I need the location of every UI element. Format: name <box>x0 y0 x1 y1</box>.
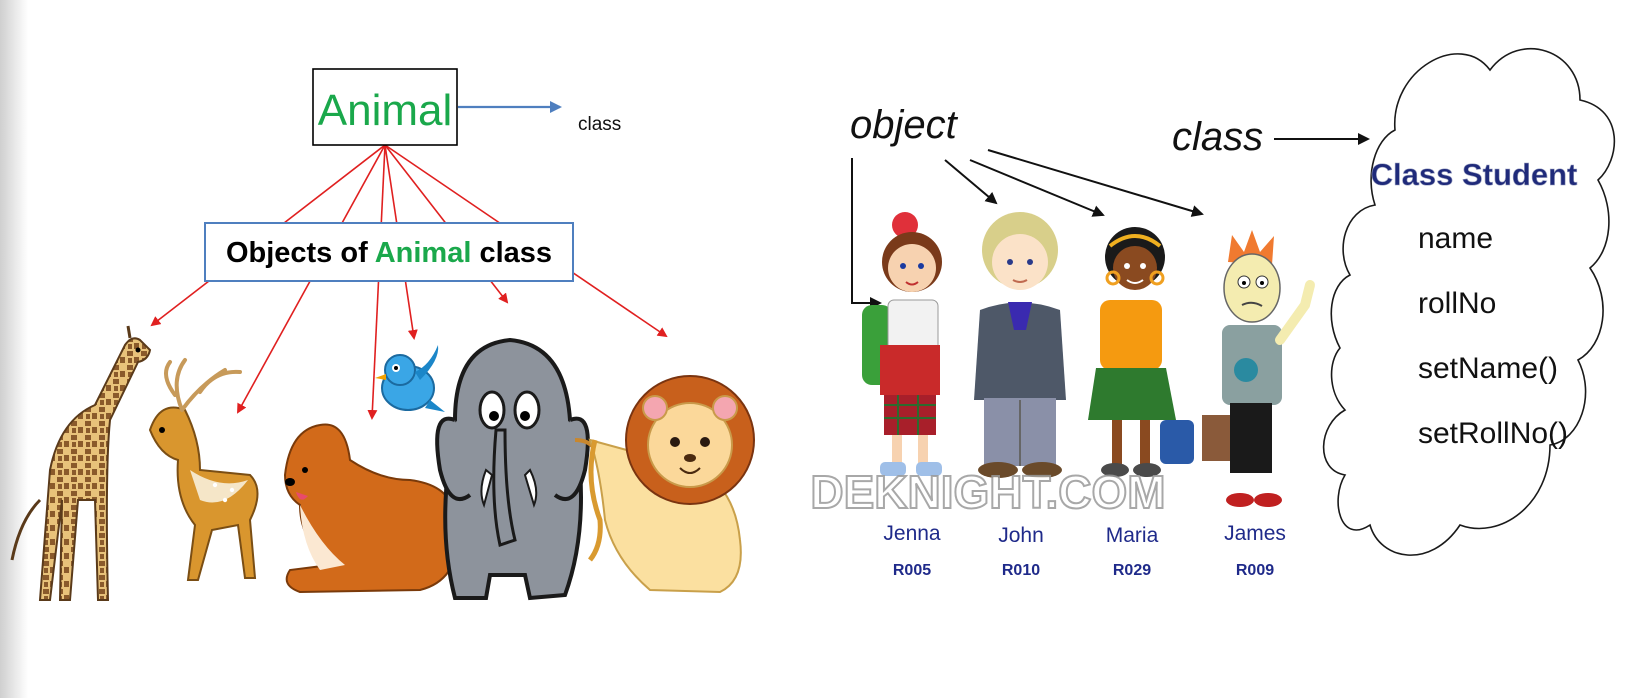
cloud-member-name: name <box>1418 222 1493 255</box>
giraffe-icon <box>10 325 152 601</box>
deer-icon <box>148 358 259 581</box>
objects-banner-suffix: class <box>471 237 552 269</box>
student-name-james: James <box>1224 522 1286 545</box>
lion-icon <box>587 375 755 594</box>
arrow-to-john <box>944 159 998 205</box>
arrow-to-james <box>987 149 1204 217</box>
cloud-member-rollno: rollNo <box>1418 287 1496 320</box>
student-james <box>1202 230 1315 507</box>
object-label: object <box>850 103 959 147</box>
student-roll-jenna: R005 <box>893 562 931 579</box>
student-roll-john: R010 <box>1002 562 1040 579</box>
student-labels: Jenna R005 John R010 Maria R029 James R0… <box>883 522 1286 579</box>
svg-text:Objects of Animal class: Objects of Animal class <box>226 237 552 269</box>
right-panel: object class <box>809 47 1616 579</box>
left-edge-shadow <box>0 0 28 698</box>
student-name-jenna: Jenna <box>883 522 941 545</box>
animal-class-label: Animal <box>318 86 453 135</box>
cloud-member-setname: setName() <box>1418 352 1558 385</box>
left-panel: Animal class Objects of Animal class <box>10 68 755 601</box>
student-name-john: John <box>998 524 1044 547</box>
objects-banner: Objects of Animal class <box>204 222 574 282</box>
objects-banner-highlight: Animal <box>375 237 472 269</box>
cloud-class-title: Class Student <box>1371 157 1578 192</box>
objects-banner-prefix: Objects of <box>226 237 375 269</box>
student-name-maria: Maria <box>1106 524 1159 547</box>
class-pointer-label: class <box>578 114 621 135</box>
student-class-label: class <box>1172 115 1263 159</box>
class-student-cloud: Class Student name rollNo setName() setR… <box>1322 47 1616 556</box>
arrow-to-jenna <box>851 158 882 309</box>
bird-icon <box>375 345 445 412</box>
cloud-member-setrollno: setRollNo() <box>1418 417 1568 450</box>
student-roll-james: R009 <box>1236 562 1274 579</box>
student-maria <box>1088 227 1194 477</box>
animal-class-box: Animal <box>312 68 458 146</box>
student-john <box>974 212 1066 478</box>
student-jenna <box>862 212 942 476</box>
watermark-text: DEKNIGHT.COM <box>810 466 1165 518</box>
object-pointer-arrows <box>851 149 1204 309</box>
arrow-to-maria <box>969 159 1105 217</box>
elephant-icon <box>435 337 602 601</box>
student-roll-maria: R029 <box>1113 562 1151 579</box>
